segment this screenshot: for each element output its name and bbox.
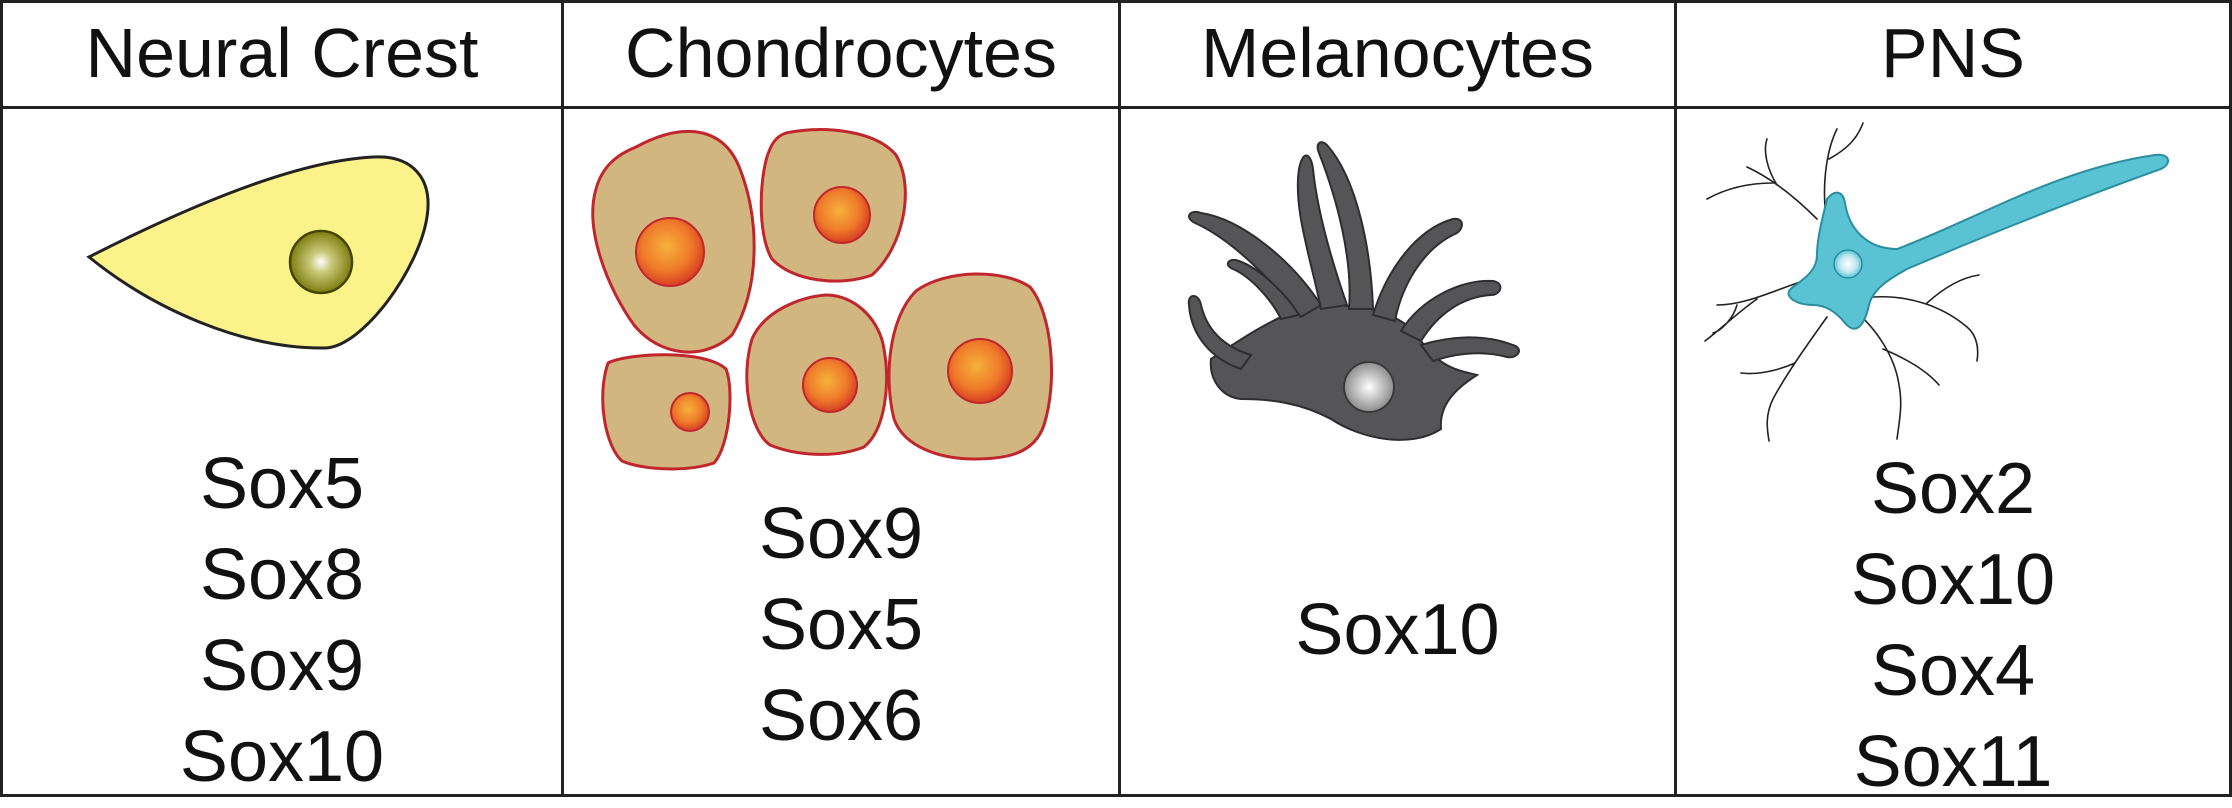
gene-label: Sox9 (199, 626, 365, 706)
column-header: Neural Crest (3, 3, 561, 109)
gene-list: Sox5 Sox8 Sox9 Sox10 (3, 439, 561, 803)
column-melanocytes: Melanocytes (1118, 3, 1674, 794)
column-chondrocytes: Chondrocytes Sox9 (561, 3, 1118, 794)
gene-label: Sox2 (1870, 449, 2036, 529)
melanocyte-cell-icon (1187, 141, 1520, 441)
neural-crest-cell-icon (86, 155, 430, 350)
chondrocyte-cells-icon (591, 128, 1054, 471)
gene-label: Sox5 (199, 444, 365, 524)
column-neural-crest: Neural Crest Sox5 Sox8 Sox9 Sox10 (3, 3, 561, 797)
gene-label: Sox8 (199, 535, 365, 615)
neuron-cell-icon (1704, 122, 2170, 442)
gene-label: Sox10 (179, 717, 385, 797)
column-header: Chondrocytes (564, 3, 1118, 109)
gene-label: Sox9 (758, 494, 924, 574)
gene-label: Sox4 (1870, 631, 2036, 711)
gene-label: Sox6 (758, 676, 924, 756)
gene-list: Sox2 Sox10 Sox4 Sox11 (1677, 444, 2229, 808)
gene-label: Sox10 (1850, 540, 2056, 620)
column-header: PNS (1677, 3, 2229, 109)
gene-list: Sox10 (1121, 585, 1674, 676)
column-pns: PNS Sox2 Sox (1674, 3, 2229, 802)
gene-label: Sox5 (758, 585, 924, 665)
gene-list: Sox9 Sox5 Sox6 (564, 489, 1118, 762)
gene-label: Sox11 (1853, 722, 2053, 802)
gene-label: Sox10 (1295, 590, 1500, 670)
column-header: Melanocytes (1121, 3, 1674, 109)
